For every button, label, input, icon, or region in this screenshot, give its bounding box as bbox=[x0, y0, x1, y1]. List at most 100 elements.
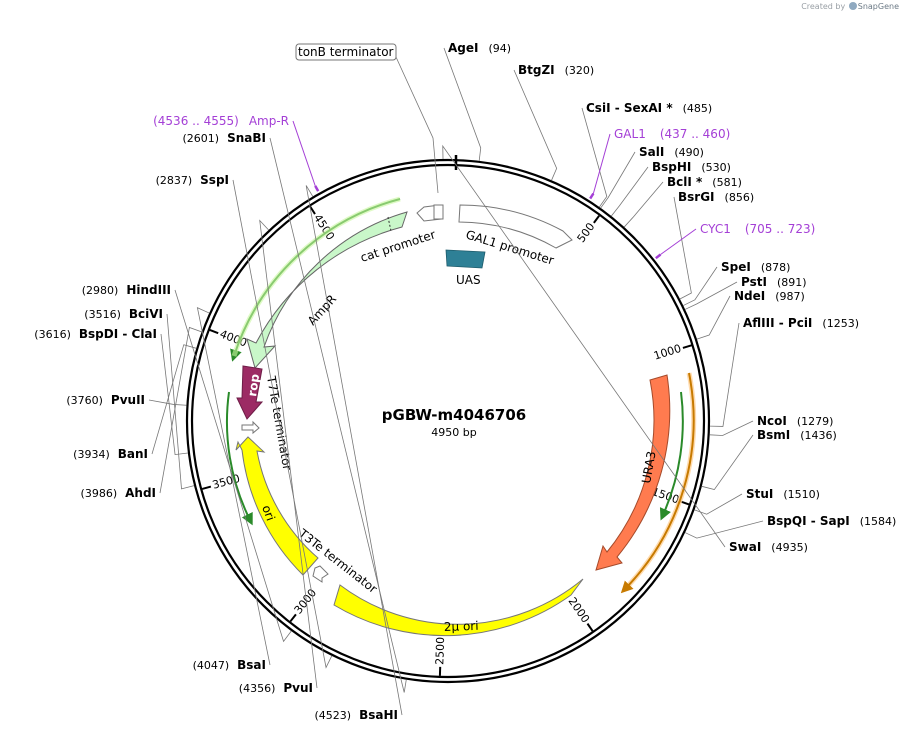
restriction-site-label[interactable]: BspHI(530) bbox=[652, 160, 731, 174]
restriction-site-label[interactable]: NdeI(987) bbox=[734, 289, 805, 303]
feature-rop-arrow[interactable] bbox=[236, 365, 264, 420]
tick-mark bbox=[289, 613, 297, 623]
feature-ura3-label: URA3 bbox=[639, 450, 658, 484]
feature-uas-box[interactable] bbox=[445, 249, 486, 269]
plasmid-name: pGBW-m4046706 bbox=[382, 406, 526, 424]
site-leader-line bbox=[610, 166, 649, 217]
restriction-site-label[interactable]: (4047)BsaI bbox=[193, 658, 266, 672]
site-leader-line bbox=[442, 144, 726, 548]
primer-leader-line bbox=[660, 228, 697, 255]
restriction-site-label[interactable]: (2980)HindIII bbox=[82, 283, 171, 297]
primer-ampr-glow bbox=[231, 196, 401, 357]
restriction-site-label[interactable]: (3934)BanI bbox=[73, 447, 148, 461]
restriction-site-label[interactable]: (2837)SspI bbox=[156, 173, 229, 187]
site-leader-line bbox=[196, 307, 271, 666]
credit-brand: SnapGene bbox=[857, 2, 899, 11]
restriction-site-label[interactable]: AflIII - PciI(1253) bbox=[743, 316, 859, 330]
primer-mark bbox=[655, 253, 662, 260]
site-leader-line bbox=[513, 69, 558, 181]
feature-tonb-label: tonB terminator bbox=[298, 45, 394, 59]
restriction-sites: AgeI(94) BtgZI(320) CsiI - SexAI *(485) Sal… bbox=[34, 41, 896, 722]
feature-ori-arrow[interactable] bbox=[235, 436, 319, 576]
restriction-site-label[interactable]: BsmI(1436) bbox=[757, 428, 837, 442]
site-leader-line bbox=[684, 520, 764, 539]
primer-label[interactable]: CYC1(705 .. 723) bbox=[700, 222, 815, 236]
backbone bbox=[185, 158, 711, 684]
restriction-site-label[interactable]: PstI(891) bbox=[741, 275, 807, 289]
site-leader-line bbox=[159, 326, 202, 494]
credit-prefix: Created by bbox=[801, 2, 846, 11]
site-leader-line bbox=[600, 151, 636, 209]
restriction-site-label[interactable]: (4356)PvuI bbox=[239, 681, 313, 695]
restriction-site-label[interactable]: (2601)SnaBI bbox=[183, 131, 266, 145]
site-leader-line bbox=[623, 181, 664, 228]
site-leader-line bbox=[581, 107, 608, 208]
snapgene-credit: Created by SnapGene bbox=[801, 2, 899, 11]
restriction-site-label[interactable]: SwaI(4935) bbox=[729, 540, 808, 554]
primer-sites: GAL1(437 .. 460) CYC1(705 .. 723) (4536 ..… bbox=[153, 114, 815, 260]
feature-uas-label: UAS bbox=[456, 273, 481, 287]
primer-mark bbox=[589, 192, 595, 200]
restriction-site-label[interactable]: NcoI(1279) bbox=[757, 414, 833, 428]
restriction-site-label[interactable]: SpeI(878) bbox=[721, 260, 790, 274]
tick-mark bbox=[209, 329, 219, 335]
restriction-site-label[interactable]: (4523)BsaHI bbox=[315, 708, 398, 722]
restriction-site-label[interactable]: BclI *(581) bbox=[667, 175, 742, 189]
tick-mark bbox=[682, 344, 692, 349]
tonb-label-box bbox=[295, 43, 397, 61]
primer-mark bbox=[314, 185, 320, 192]
site-leader-line bbox=[443, 47, 482, 161]
site-leader-line bbox=[174, 289, 292, 643]
restriction-site-label[interactable]: (3986)AhdI bbox=[81, 486, 156, 500]
primer-left-green-arrow bbox=[226, 391, 253, 526]
site-leader-line bbox=[709, 420, 754, 436]
primer-right-green-arrow bbox=[659, 391, 684, 521]
primer-leader-line bbox=[592, 133, 611, 194]
tick-label: 1000 bbox=[652, 342, 683, 363]
feature-gal1-promoter-arrow[interactable] bbox=[458, 204, 573, 249]
restriction-site-label[interactable]: (3616)BspDI - ClaI bbox=[34, 327, 157, 341]
feature-t7te-arrow[interactable] bbox=[241, 420, 260, 435]
restriction-site-label[interactable]: SalI(490) bbox=[639, 145, 704, 159]
feature-ori-label: ori bbox=[259, 503, 277, 522]
site-leader-line bbox=[232, 179, 333, 669]
site-leader-line bbox=[684, 281, 738, 310]
primer-label[interactable]: GAL1(437 .. 460) bbox=[614, 127, 730, 141]
tick-mark bbox=[201, 485, 212, 490]
restriction-site-label[interactable]: CsiI - SexAI *(485) bbox=[586, 101, 712, 115]
tick-label: 500 bbox=[575, 220, 598, 245]
site-leader-line bbox=[269, 137, 407, 693]
site-leader-line bbox=[701, 434, 754, 491]
restriction-site-label[interactable]: AgeI(94) bbox=[448, 41, 511, 55]
restriction-site-label[interactable]: (3760)PvuII bbox=[66, 393, 145, 407]
plasmid-length: 4950 bp bbox=[431, 426, 476, 439]
feature-ampr-label: AmpR bbox=[305, 292, 339, 328]
feature-ura3-arrow[interactable] bbox=[595, 374, 671, 571]
feature-t3te-arrow[interactable] bbox=[312, 565, 329, 583]
restriction-site-label[interactable]: StuI(1510) bbox=[746, 487, 820, 501]
site-leader-line bbox=[694, 493, 743, 515]
snapgene-logo-icon bbox=[848, 2, 857, 10]
feature-rop-label: rop bbox=[245, 373, 262, 398]
tonb-leader-line bbox=[395, 56, 439, 194]
primer-leader-line bbox=[292, 120, 316, 187]
site-leader-line bbox=[673, 196, 692, 300]
backbone-outer-ring bbox=[185, 158, 711, 684]
tick-mark bbox=[309, 205, 316, 215]
tick-mark bbox=[586, 623, 594, 632]
restriction-site-label[interactable]: BtgZI(320) bbox=[518, 63, 594, 77]
feature-2mu-ori-label: 2µ ori bbox=[444, 619, 479, 634]
site-leader-line bbox=[151, 344, 197, 455]
site-leader-line bbox=[148, 399, 187, 406]
restriction-site-label[interactable]: BsrGI(856) bbox=[678, 190, 754, 204]
restriction-site-label[interactable]: BspQI - SapI(1584) bbox=[767, 514, 896, 528]
restriction-site-label[interactable]: (3516)BciVI bbox=[84, 307, 163, 321]
site-leader-line bbox=[683, 266, 718, 306]
cat-promoter-box bbox=[433, 204, 444, 220]
site-leader-line bbox=[160, 333, 189, 456]
backbone-inner-ring bbox=[190, 163, 706, 679]
tick-label: 2000 bbox=[566, 595, 593, 625]
primer-label[interactable]: (4536 .. 4555)Amp-R bbox=[153, 114, 289, 128]
feature-2mu-ori-band[interactable] bbox=[333, 578, 584, 637]
